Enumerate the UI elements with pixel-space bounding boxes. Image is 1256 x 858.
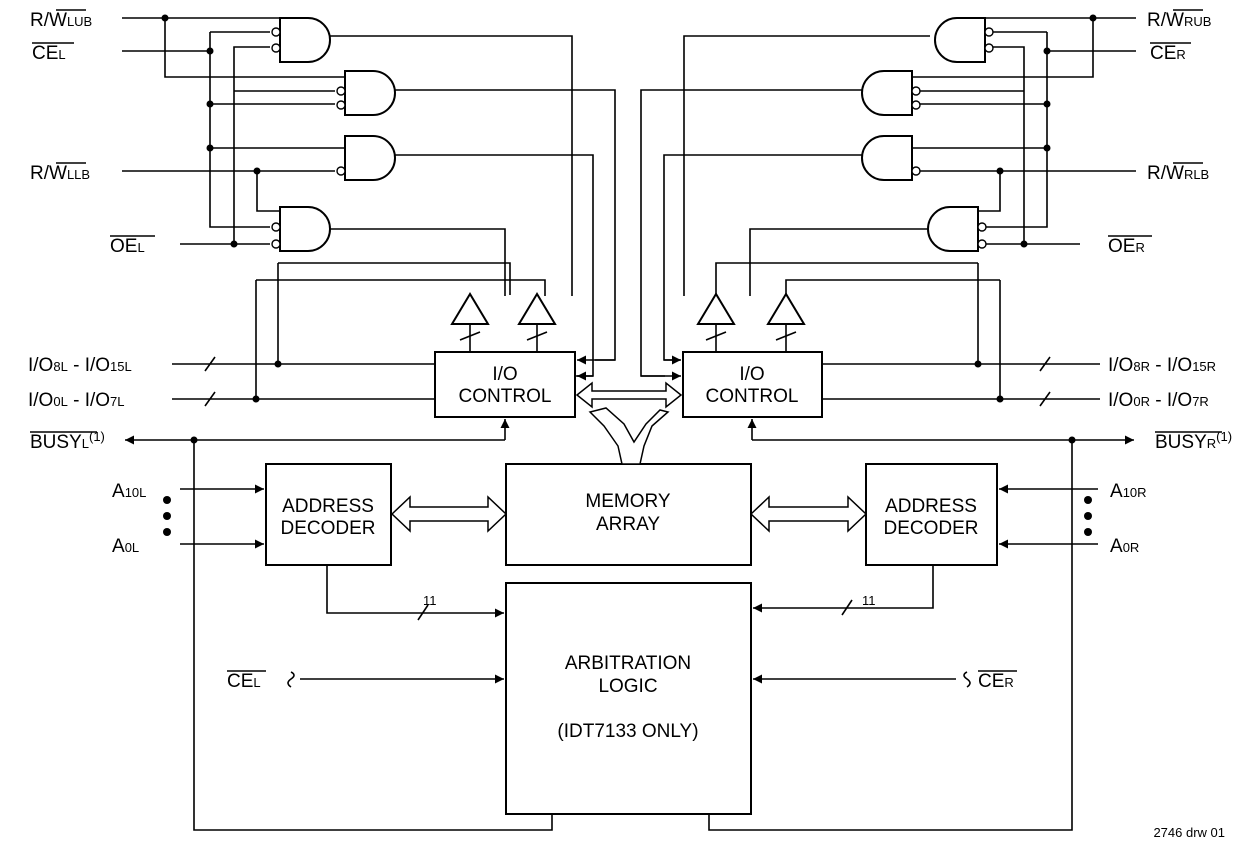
io-control-left-line1: I/O [492, 364, 517, 385]
and-gate-right-1 [934, 17, 994, 63]
ce-l-label: CEL [32, 43, 66, 64]
bus-arrows [390, 381, 868, 533]
io-control-right-line2: CONTROL [706, 386, 799, 407]
io-control-left [434, 351, 576, 418]
ce-l-arb-label: CEL [227, 671, 261, 692]
oe-l-label: OEL [110, 236, 145, 257]
arbitration-line3: (IDT7133 ONLY) [557, 721, 698, 742]
a0-r-label: A0R [1110, 536, 1139, 557]
buffer-left-2 [517, 292, 557, 341]
ce-r-label: CER [1150, 43, 1186, 64]
busy-r-label: BUSYR(1) [1155, 429, 1232, 453]
address-decoder-left-line2: DECODER [280, 518, 375, 539]
drawing-id: 2746 drw 01 [1153, 825, 1225, 840]
address-decoder-left-line1: ADDRESS [282, 496, 374, 517]
arbitration-line2: LOGIC [598, 676, 657, 697]
and-gate-right-3 [861, 135, 921, 181]
label-overbars [30, 9, 1222, 672]
address-ellipsis-left [163, 496, 171, 536]
address-ellipsis-right [1084, 496, 1092, 536]
io-hi-l-label: I/O8L - I/O15L [28, 355, 132, 376]
block-labels: I/O CONTROL I/O CONTROL ADDRESS DECODER … [280, 364, 978, 742]
arbitration-logic-block [505, 582, 752, 815]
address-decoder-left [265, 463, 392, 566]
busy-l-label: BUSYL(1) [30, 429, 105, 453]
and-gate-right-4 [927, 206, 987, 252]
and-gate-right-2 [861, 70, 921, 116]
buffer-right-2 [766, 292, 806, 341]
buffer-right-1 [696, 292, 736, 341]
junction-dots [161, 14, 1097, 444]
rw-llb-label: R/WLLB [30, 163, 90, 184]
busy-and-address-wiring [125, 356, 1134, 831]
and-gate-left-2 [336, 70, 396, 116]
and-gate-left-3 [336, 135, 396, 181]
io-control-right [682, 351, 823, 418]
arbitration-line1: ARBITRATION [565, 653, 691, 674]
rw-rub-label: R/WRUB [1147, 10, 1211, 31]
right-signal-labels: R/WRUB CER R/WRLB OER I/O8R - I/O15R I/O… [978, 10, 1232, 692]
buffer-left-1 [450, 292, 490, 341]
address-decoder-right-line1: ADDRESS [885, 496, 977, 517]
address-decoder-right-line2: DECODER [883, 518, 978, 539]
and-gate-left-4 [271, 206, 331, 252]
io-control-right-line1: I/O [739, 364, 764, 385]
rw-lub-label: R/WLUB [30, 10, 92, 31]
io-hi-r-label: I/O8R - I/O15R [1108, 355, 1216, 376]
memory-array-line1: MEMORY [585, 491, 670, 512]
oe-r-label: OER [1108, 236, 1145, 257]
a0-l-label: A0L [112, 536, 139, 557]
rw-rlb-label: R/WRLB [1147, 163, 1209, 184]
address-decoder-right [865, 463, 998, 566]
memory-array-block [505, 463, 752, 566]
io-lo-r-label: I/O0R - I/O7R [1108, 390, 1209, 411]
and-gate-left-1 [271, 17, 331, 63]
a10-l-label: A10L [112, 481, 146, 502]
left-signal-labels: R/WLUB CEL R/WLLB OEL I/O8L - I/O15L I/O… [28, 10, 261, 692]
io-lo-l-label: I/O0L - I/O7L [28, 390, 125, 411]
bus-width-right: 11 [862, 593, 876, 608]
memory-array-line2: ARRAY [596, 514, 660, 535]
ce-r-arb-label: CER [978, 671, 1014, 692]
io-control-left-line2: CONTROL [459, 386, 552, 407]
bus-width-left: 11 [423, 593, 437, 608]
a10-r-label: A10R [1110, 481, 1147, 502]
